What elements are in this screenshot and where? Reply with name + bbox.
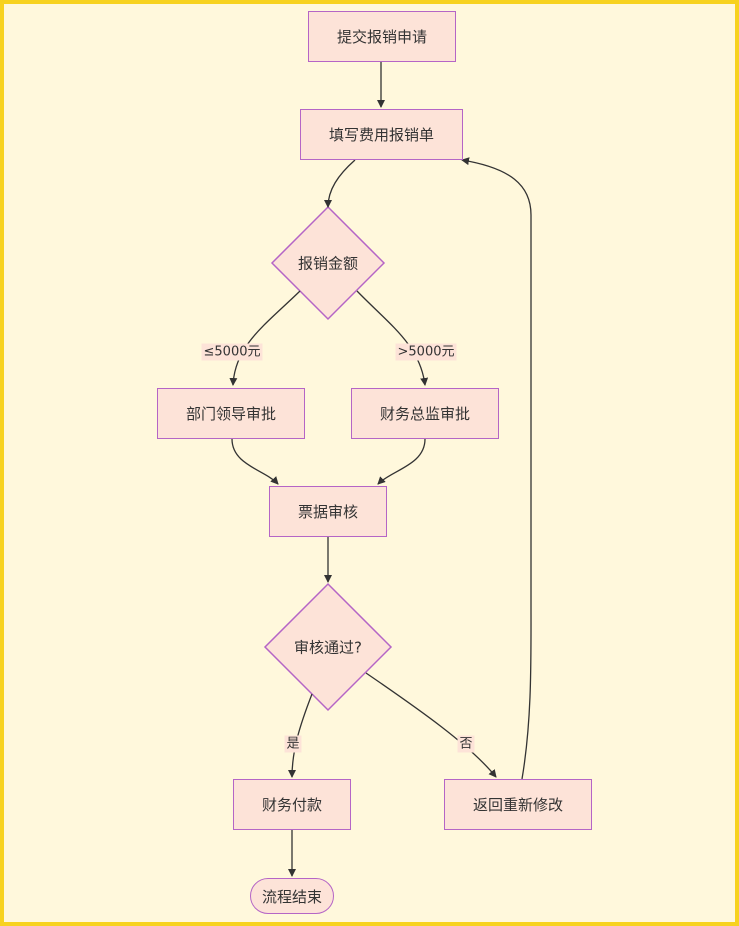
edge-label-yes: 是	[284, 735, 302, 753]
edge-amount-to-dept	[229, 290, 301, 386]
node-revise: 返回重新修改	[444, 779, 592, 830]
node-review-pass-label: 审核通过?	[294, 638, 362, 657]
edge-label-gt-5000: >5000元	[395, 343, 457, 361]
node-end: 流程结束	[250, 878, 334, 914]
review-pass-diamond	[263, 582, 393, 712]
node-dept-approve: 部门领导审批	[157, 388, 305, 439]
edge-pass-no	[365, 672, 497, 778]
edge-revise-to-fill	[461, 157, 532, 780]
node-cfo-approve: 财务总监审批	[351, 388, 499, 439]
edge-dept-to-review	[231, 438, 279, 485]
node-fill-form: 填写费用报销单	[300, 109, 463, 160]
node-invoice-review: 票据审核	[269, 486, 387, 537]
node-payment: 财务付款	[233, 779, 351, 830]
node-submit: 提交报销申请	[308, 11, 456, 62]
edge-label-no: 否	[457, 735, 475, 753]
edge-label-le-5000: ≤5000元	[201, 343, 263, 361]
edge-fill-to-amount	[324, 159, 356, 208]
edge-amount-to-cfo	[356, 290, 429, 386]
node-amount-check-label: 报销金额	[297, 254, 359, 273]
edge-cfo-to-review	[377, 438, 426, 485]
